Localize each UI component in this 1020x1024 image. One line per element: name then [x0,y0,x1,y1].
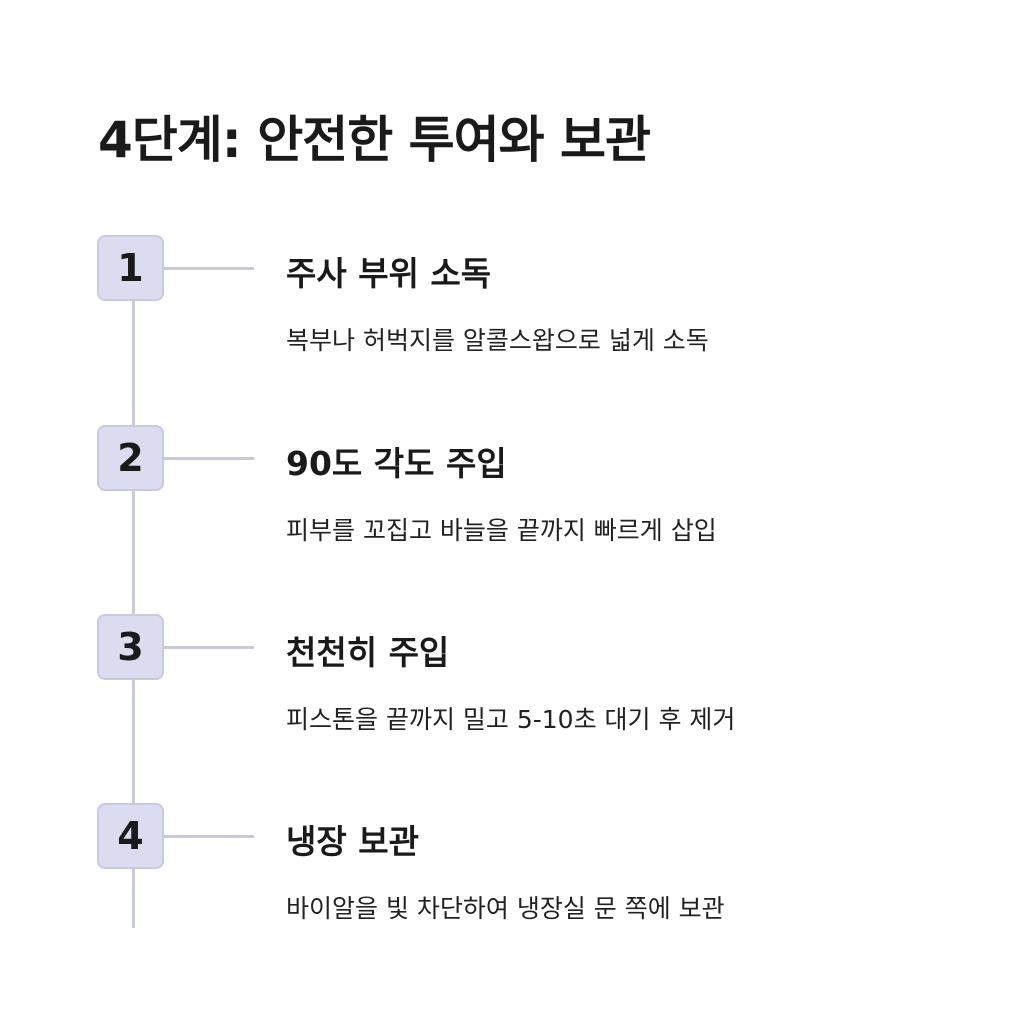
step-number-badge: 3 [97,614,164,680]
step-2: 2 90도 각도 주입 피부를 꼬집고 바늘을 끝까지 빠르게 삽입 [0,425,1020,615]
step-number-badge: 2 [97,425,164,491]
step-1: 1 주사 부위 소독 복부나 허벅지를 알콜스왑으로 넓게 소독 [0,235,1020,425]
step-description: 피스톤을 끝까지 밀고 5-10초 대기 후 제거 [286,705,736,734]
step-4: 4 냉장 보관 바이알을 빛 차단하여 냉장실 문 쪽에 보관 [0,803,1020,993]
step-title: 냉장 보관 [286,822,419,861]
connector-line [164,646,254,649]
connector-line [164,457,254,460]
page-title: 4단계: 안전한 투여와 보관 [98,111,651,169]
step-description: 피부를 꼬집고 바늘을 끝까지 빠르게 삽입 [286,516,717,545]
connector-line [164,267,254,270]
step-3: 3 천천히 주입 피스톤을 끝까지 밀고 5-10초 대기 후 제거 [0,614,1020,804]
step-title: 90도 각도 주입 [286,444,507,483]
step-description: 복부나 허벅지를 알콜스왑으로 넓게 소독 [286,326,709,355]
step-title: 주사 부위 소독 [286,254,492,293]
step-number-badge: 4 [97,803,164,869]
step-number-badge: 1 [97,235,164,301]
step-title: 천천히 주입 [286,633,450,672]
connector-line [164,835,254,838]
step-description: 바이알을 빛 차단하여 냉장실 문 쪽에 보관 [286,894,725,923]
